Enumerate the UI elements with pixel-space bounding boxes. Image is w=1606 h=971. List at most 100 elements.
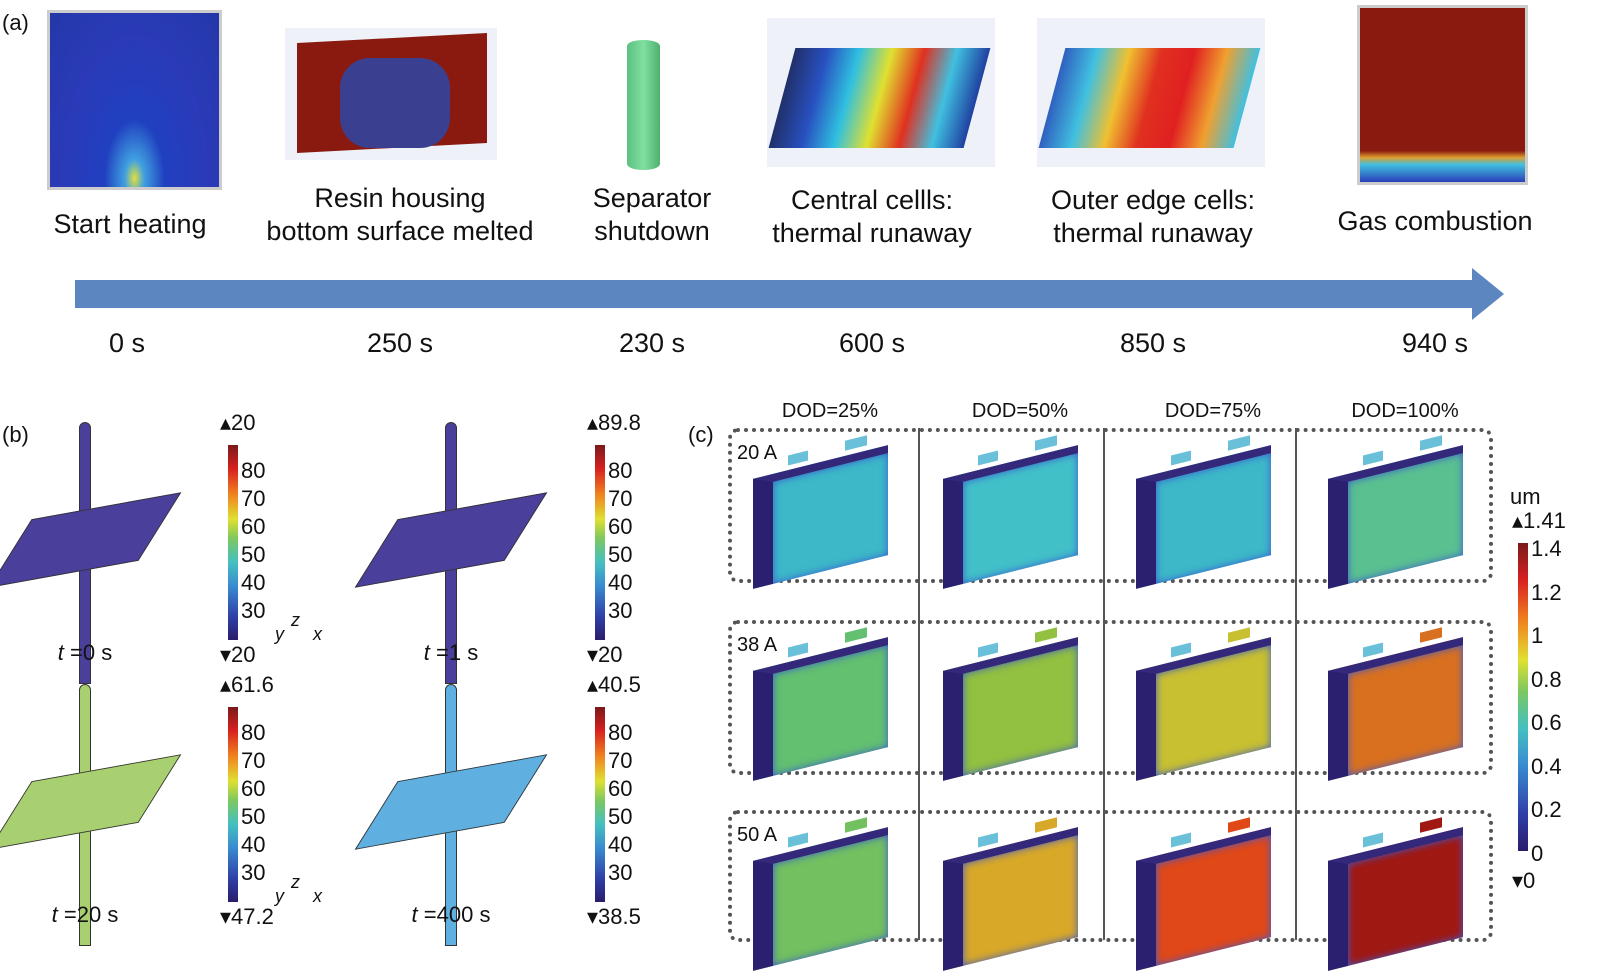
column-header: DOD=75% xyxy=(1164,400,1262,422)
colorbar-tick: 1.2 xyxy=(1531,579,1562,605)
colorbar-tick: 80 xyxy=(608,720,633,745)
time-label: t =1 s xyxy=(424,640,478,666)
colorbar-tick: 40 xyxy=(241,570,266,595)
colorbar-min: ▾38.5 xyxy=(587,904,641,929)
colorbar xyxy=(228,707,238,902)
colorbar-tick: 50 xyxy=(241,542,266,567)
colorbar-tick: 60 xyxy=(608,514,633,539)
time-label: t =400 s xyxy=(412,902,491,928)
colorbar-tick: 70 xyxy=(608,748,633,773)
colorbar-tick: 40 xyxy=(608,832,633,857)
caption-line: Central cellls: xyxy=(790,185,954,215)
colorbar xyxy=(595,445,605,640)
column-divider xyxy=(1295,428,1297,940)
colorbar-tick: 60 xyxy=(241,514,266,539)
sim-resin-housing xyxy=(285,28,497,160)
sim-outer-edge-cells xyxy=(1037,18,1265,167)
colorbar-max: ▴40.5 xyxy=(587,672,641,697)
caption-line: Gas combustion xyxy=(1337,206,1533,236)
sim-gas-combustion xyxy=(1357,5,1528,185)
colorbar-max: ▴1.41 xyxy=(1512,508,1566,533)
caption-line: thermal runaway xyxy=(1053,218,1253,248)
timeline-arrow-head xyxy=(1472,268,1504,320)
row-box xyxy=(728,428,1493,583)
colorbar-max: ▴20 xyxy=(220,410,256,435)
colorbar xyxy=(228,445,238,640)
axis-label: x xyxy=(313,624,322,644)
colorbar-tick: 60 xyxy=(241,776,266,801)
stage-time: 250 s xyxy=(366,328,434,358)
colorbar-tick: 1 xyxy=(1531,623,1544,648)
sim-central-cells xyxy=(767,18,995,167)
sim-separator xyxy=(627,40,660,170)
colorbar-min: ▾20 xyxy=(220,642,256,667)
colorbar-tick: 0.4 xyxy=(1531,753,1562,779)
stage-caption: Start heating xyxy=(53,208,206,241)
colorbar-tick: 50 xyxy=(241,804,266,829)
caption-line: Outer edge cells: xyxy=(1050,185,1256,215)
column-divider xyxy=(1103,428,1105,940)
colorbar-unit: um xyxy=(1510,484,1541,509)
time-label: t =0 s xyxy=(58,640,112,666)
time-var: t xyxy=(423,640,430,665)
caption-line: Resin housing xyxy=(314,183,486,213)
colorbar-tick: 70 xyxy=(241,748,266,773)
time-var: t xyxy=(411,902,418,927)
column-header: DOD=50% xyxy=(971,400,1069,422)
axis-label: x xyxy=(313,886,322,906)
panel-a-label: (a) xyxy=(2,10,29,35)
colorbar-tick: 50 xyxy=(608,804,633,829)
row-box xyxy=(728,810,1493,942)
colorbar-tick: 30 xyxy=(241,860,266,885)
colorbar-tick: 60 xyxy=(608,776,633,801)
colorbar-tick: 80 xyxy=(608,458,633,483)
colorbar-tick: 50 xyxy=(608,542,633,567)
colorbar-tick: 80 xyxy=(241,458,266,483)
colorbar-tick: 30 xyxy=(241,598,266,623)
caption-line: Start heating xyxy=(53,209,207,239)
current-label: 20 A xyxy=(737,442,778,464)
time-var: t xyxy=(51,902,58,927)
stage-time: 0 s xyxy=(108,328,146,358)
stage-caption: Central cellls:thermal runaway xyxy=(772,184,972,250)
caption-line: bottom surface melted xyxy=(266,216,534,246)
stage-time: 850 s xyxy=(1119,328,1187,358)
axis-label: y xyxy=(275,624,284,644)
colorbar-tick: 0 xyxy=(1531,840,1544,866)
colorbar xyxy=(595,707,605,902)
colorbar-max: ▴89.8 xyxy=(587,410,641,435)
colorbar-tick: 30 xyxy=(608,598,633,623)
colorbar-min: ▾0 xyxy=(1512,868,1536,893)
colorbar-max: ▴61.6 xyxy=(220,672,274,697)
caption-line: thermal runaway xyxy=(772,218,972,248)
colorbar-min: ▾47.2 xyxy=(220,904,274,929)
caption-line: shutdown xyxy=(594,216,710,246)
time-value: =1 s xyxy=(429,640,479,665)
panel-c-label: (c) xyxy=(688,422,714,447)
colorbar-tick: 1.4 xyxy=(1531,536,1562,561)
colorbar-tick: 30 xyxy=(608,860,633,885)
column-divider xyxy=(918,428,920,940)
colorbar-tick: 40 xyxy=(608,570,633,595)
stage-caption: Gas combustion xyxy=(1337,205,1532,238)
colorbar-tick: 0.2 xyxy=(1531,797,1562,822)
stage-time: 230 s xyxy=(618,328,686,358)
stage-time: 600 s xyxy=(838,328,906,358)
column-header: DOD=25% xyxy=(781,400,879,422)
panel-b-label: (b) xyxy=(2,422,29,447)
time-var: t xyxy=(57,640,64,665)
timeline-arrow xyxy=(75,280,1475,308)
row-box xyxy=(728,620,1493,775)
sim-start-heating xyxy=(47,10,222,190)
stage-time: 940 s xyxy=(1401,328,1469,358)
time-value: =400 s xyxy=(417,902,491,927)
caption-line: Separator xyxy=(592,183,712,213)
colorbar-tick: 0.6 xyxy=(1531,710,1562,735)
time-label: t =20 s xyxy=(52,902,119,928)
colorbar xyxy=(1518,543,1528,851)
stage-caption: Outer edge cells:thermal runaway xyxy=(1051,184,1255,250)
